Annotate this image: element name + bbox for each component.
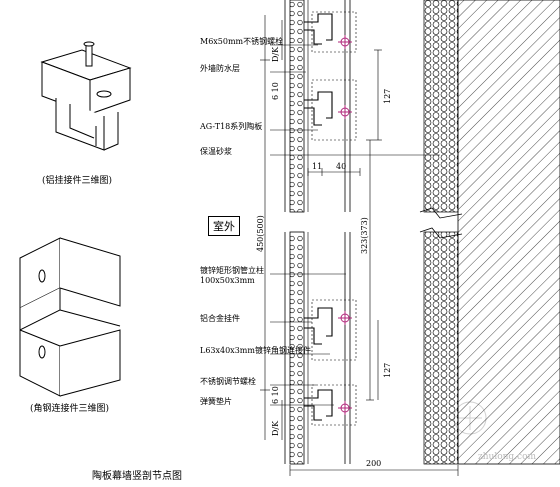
label-waterproof: 外墙防水层 bbox=[200, 64, 240, 73]
label-adjust-bolt: 不锈钢调节螺栓 bbox=[200, 377, 256, 386]
dim-11: 11 bbox=[312, 162, 323, 171]
connectors bbox=[304, 13, 333, 421]
dim-bottom-dk: D/K bbox=[271, 420, 280, 436]
dim-323: 323(373) bbox=[360, 217, 369, 254]
ceramic-panel bbox=[284, 0, 309, 465]
dim-bottom-127: 127 bbox=[383, 362, 392, 378]
bolt-symbols bbox=[338, 35, 352, 415]
label-steel-post: 镀锌矩形钢管立柱 bbox=[200, 266, 264, 275]
label-bolt: M6x50mm不锈钢螺栓 bbox=[200, 37, 284, 46]
room-label-outdoor: 室外 bbox=[208, 216, 240, 236]
dim-top-610: 6 10 bbox=[271, 82, 280, 100]
caption-angle-steel: (角钢连接件三维图) bbox=[30, 404, 110, 414]
leader-lines bbox=[270, 44, 440, 406]
dimension-lines bbox=[260, 15, 459, 476]
dim-top-dk: D/K bbox=[271, 46, 280, 62]
insulation-layer bbox=[423, 0, 459, 465]
dim-200: 200 bbox=[366, 459, 382, 468]
label-aluminum-hanger: 铝合金挂件 bbox=[200, 314, 240, 323]
watermark-text: zhulong.com bbox=[478, 452, 537, 462]
dim-top-127: 127 bbox=[383, 88, 392, 104]
label-angle-connector: L63x40x3mm镀锌角钢连接件 bbox=[200, 346, 311, 355]
angle-steel-3d bbox=[19, 237, 121, 397]
label-spring-washer: 弹簧垫片 bbox=[200, 397, 232, 406]
label-steel-post-size: 100x50x3mm bbox=[200, 276, 255, 285]
aluminum-clip-3d bbox=[40, 41, 132, 151]
watermark-logo bbox=[453, 401, 487, 435]
label-mortar: 保温砂浆 bbox=[200, 147, 232, 156]
label-ceramic-panel: AG-T18系列陶板 bbox=[200, 122, 263, 131]
dim-450: 450(500) bbox=[256, 215, 265, 252]
caption-aluminum-clip: (铝挂接件三维图) bbox=[42, 176, 113, 186]
bracket-boxes bbox=[311, 11, 357, 426]
drawing-title: 陶板幕墙竖剖节点图 bbox=[92, 471, 182, 482]
concrete-wall bbox=[457, 0, 560, 465]
dim-40: 40 bbox=[336, 162, 347, 171]
dim-bottom-610: 6 10 bbox=[271, 386, 280, 404]
steel-post bbox=[344, 0, 351, 464]
